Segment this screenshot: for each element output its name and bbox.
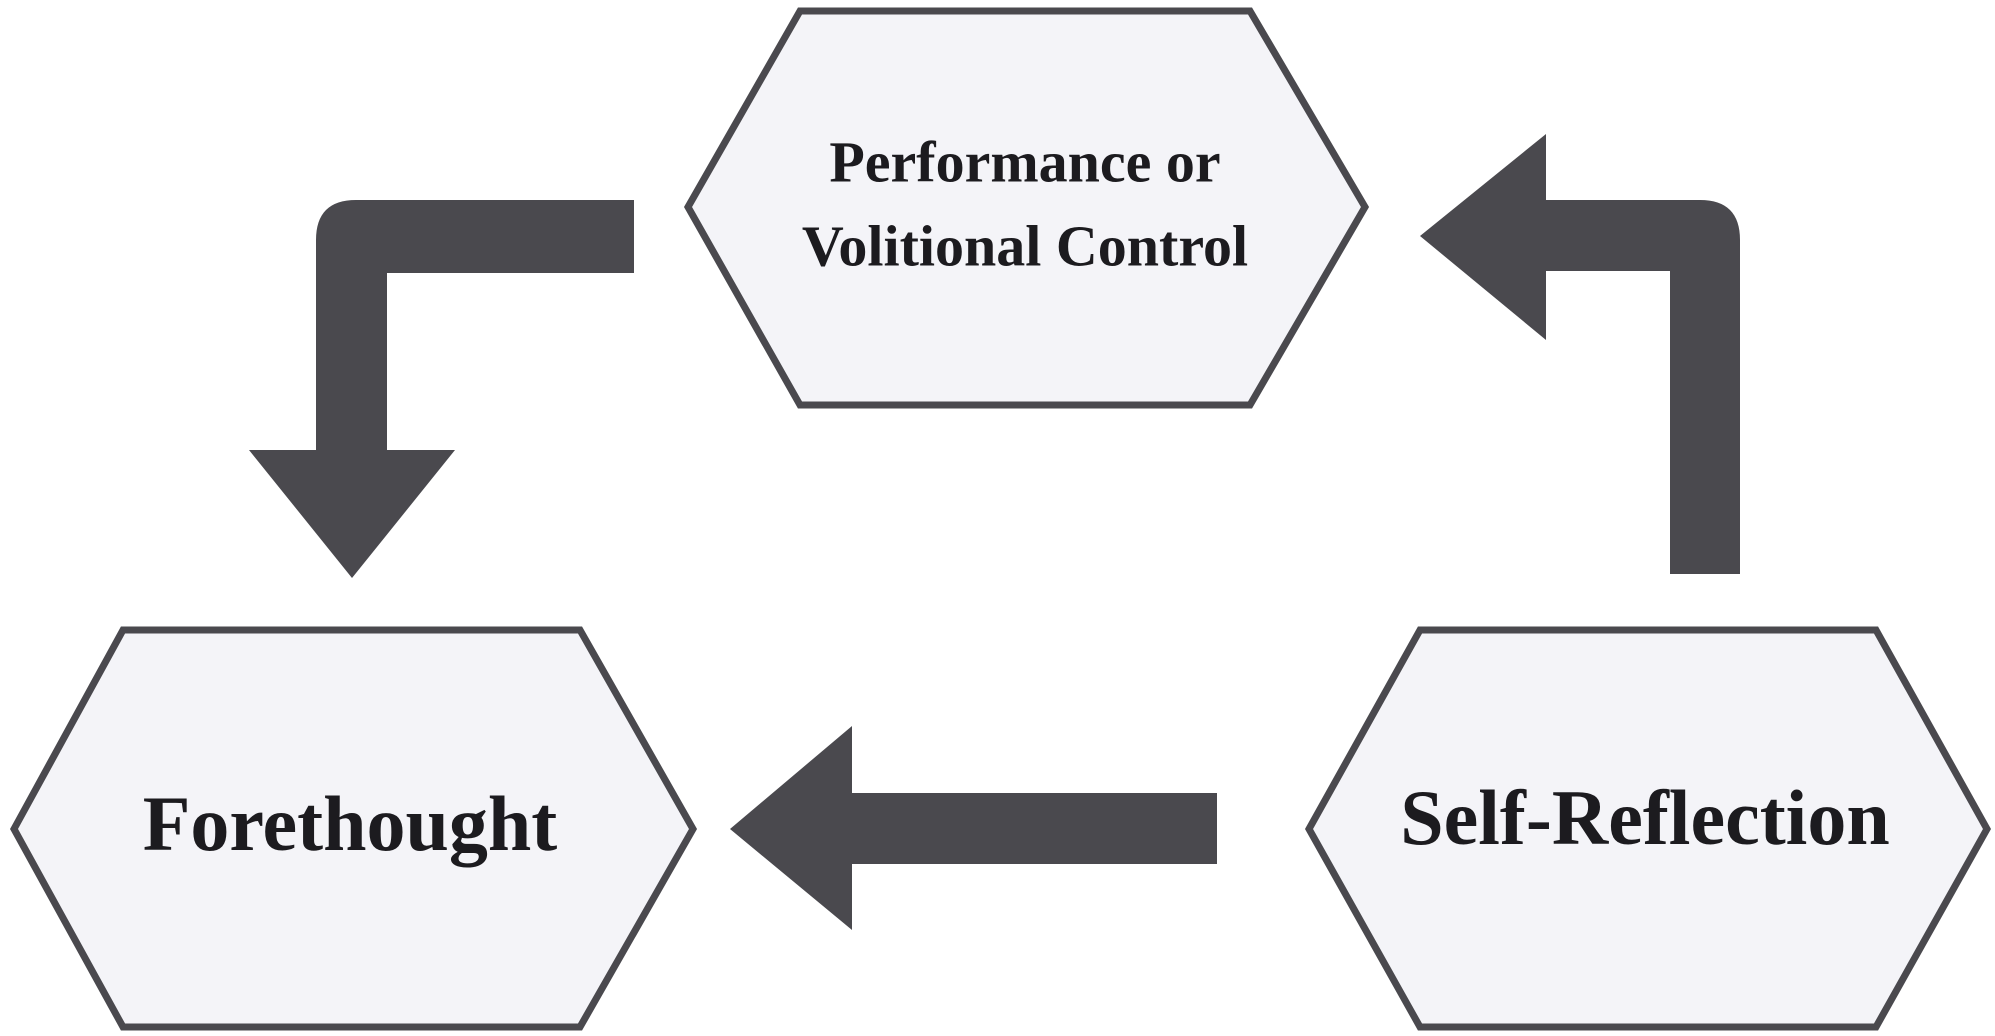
node-performance-label-line2: Volitional Control bbox=[802, 213, 1248, 278]
node-performance: Performance or Volitional Control bbox=[683, 7, 1370, 409]
node-forethought-label: Forethought bbox=[143, 780, 558, 867]
arrow-performance-to-forethought bbox=[249, 200, 634, 578]
arrow-self-reflection-to-forethought bbox=[730, 726, 1217, 930]
arrow-self-reflection-to-performance bbox=[1420, 134, 1740, 574]
node-self-reflection-label: Self-Reflection bbox=[1400, 774, 1889, 861]
node-self-reflection: Self-Reflection bbox=[1304, 626, 1992, 1031]
node-performance-shape bbox=[683, 7, 1370, 409]
node-performance-label-line1: Performance or bbox=[829, 129, 1220, 194]
node-forethought-shape bbox=[10, 626, 698, 1031]
node-forethought: Forethought bbox=[10, 626, 698, 1031]
node-self-reflection-shape bbox=[1304, 626, 1992, 1031]
